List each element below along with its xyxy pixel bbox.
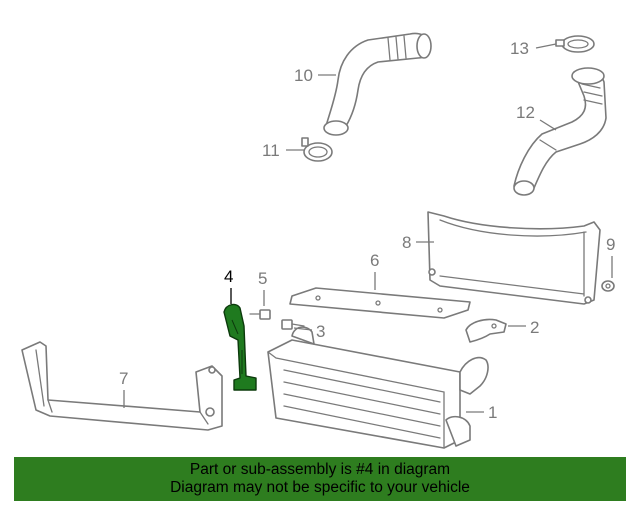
part-5-bolt [249,309,271,320]
leader-13 [535,43,557,49]
banner-line-1: Part or sub-assembly is #4 in diagram [189,461,451,478]
callout-8: 8 [402,233,411,252]
part-7-support [21,341,223,431]
callout-10: 10 [294,66,313,85]
callout-1: 1 [488,403,497,422]
part-2-bracket [465,318,507,343]
callout-7: 7 [119,369,128,388]
callout-3: 3 [316,322,325,341]
callout-11: 11 [262,141,280,160]
part-6-plate [289,287,471,319]
part-3-bolt [281,319,305,330]
part-12-hose [513,67,607,196]
part-11-clamp [301,137,333,162]
callout-12: 12 [516,103,535,122]
part-1-cooler [267,326,489,449]
leader-3 [293,327,313,331]
part-4-bracket-highlighted [223,303,257,391]
part-10-hose [323,32,432,136]
callout-2: 2 [530,318,539,337]
info-banner: Part or sub-assembly is #4 in diagram Di… [14,457,626,501]
callout-6: 6 [370,251,379,270]
parts-diagram: 10 11 13 12 8 9 [21,32,615,449]
leader-12 [539,119,557,131]
callout-9: 9 [606,235,615,254]
part-8-shroud [427,211,601,305]
part-9-fastener [601,280,615,292]
callout-4: 4 [224,267,233,286]
callout-5: 5 [258,269,267,288]
callout-13: 13 [510,39,529,58]
part-13-clamp [555,35,595,53]
banner-line-2: Diagram may not be specific to your vehi… [170,479,470,496]
